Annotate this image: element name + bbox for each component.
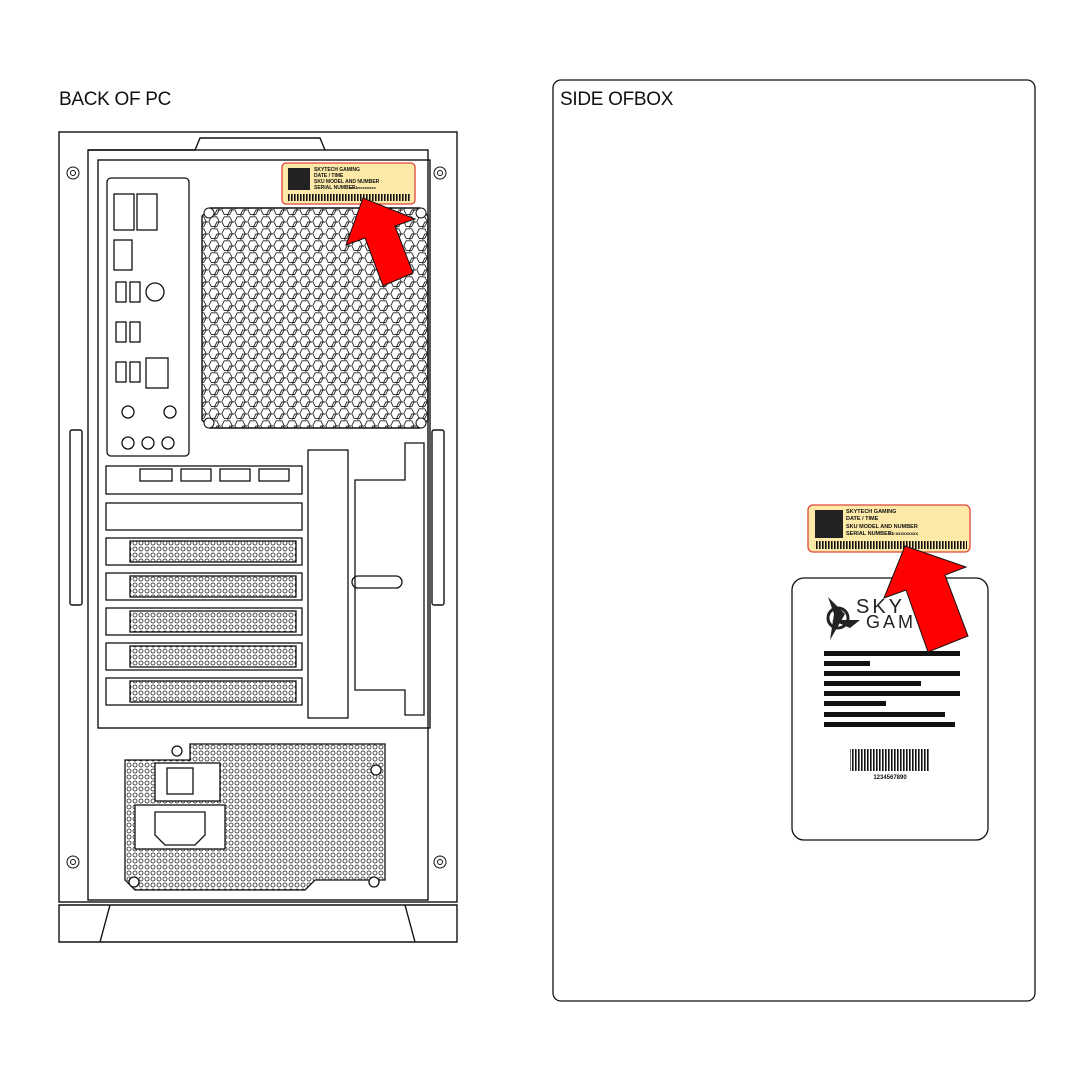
label-line-1: SKYTECH GAMING: [846, 509, 896, 515]
label-line-3: SKU MODEL AND NUMBER: [314, 179, 380, 185]
arrow-icon-pc: [345, 197, 417, 287]
svg-text:SKY: SKY: [856, 596, 905, 618]
svg-text:GAM: GAM: [866, 612, 916, 632]
back-of-pc-title: BACK OF PC: [59, 89, 172, 110]
side-of-box-title: SIDE OFBOX: [560, 89, 674, 110]
power-supply: [124, 743, 386, 891]
barcode-number: 1234567890: [873, 775, 907, 781]
io-shield: [106, 177, 190, 457]
label-line-2: DATE / TIME: [846, 516, 879, 522]
fan-grill: [201, 207, 429, 429]
label-line-3: SKU MODEL AND NUMBER: [846, 524, 918, 530]
barcode: [850, 749, 930, 771]
label-line-4: SERIAL NUMBER:: [314, 185, 358, 191]
skytech-logo: SKY GAM: [826, 596, 916, 640]
arrow-icon-box: [883, 545, 969, 653]
pc-case: [58, 131, 458, 943]
serial-label-box: SKYTECH GAMING DATE / TIME SKU MODEL AND…: [807, 504, 971, 553]
case-screws: [66, 166, 447, 869]
address-lines: [824, 651, 960, 727]
expansion-slots: [105, 442, 425, 719]
label-serial-value: xx-xxxxxxxxx: [350, 185, 377, 190]
label-line-4: SERIAL NUMBER:: [846, 531, 894, 537]
serial-label-pc: SKYTECH GAMING DATE / TIME SKU MODEL AND…: [281, 162, 416, 205]
label-line-1: SKYTECH GAMING: [314, 167, 360, 173]
label-line-2: DATE / TIME: [314, 173, 344, 179]
label-serial-value: xx-xxxxxxxxx: [889, 531, 919, 536]
box-side-frame: [552, 79, 1036, 1002]
